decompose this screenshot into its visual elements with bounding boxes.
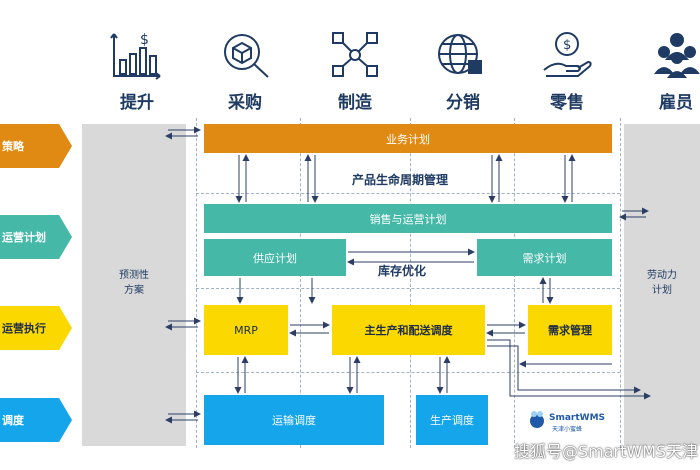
grid-line	[196, 372, 620, 373]
column-label-distribution: 分销	[446, 93, 480, 113]
svg-text:$: $	[563, 38, 571, 53]
grid-line	[196, 288, 620, 289]
row-ops-plan-label: 运营计划	[2, 231, 46, 244]
grid-line	[410, 118, 411, 448]
network-icon	[332, 32, 378, 77]
forecast-text-line1: 预测性	[119, 270, 149, 281]
grid-line	[196, 193, 620, 194]
workforce-text-line1: 劳动力	[647, 270, 677, 281]
globe-store-icon	[438, 34, 482, 74]
mrp-box: MRP	[204, 305, 288, 355]
plm-label: 产品生命周期管理	[352, 173, 449, 187]
workforce-plan-text: 劳动力 计划	[632, 268, 692, 298]
logo-subtitle: 天津小蜜蜂	[552, 426, 583, 433]
column-label-procurement: 采购	[228, 93, 262, 113]
forecast-text-line2: 方案	[124, 285, 144, 296]
column-label-manufacturing: 制造	[338, 93, 372, 113]
demand-mgmt-box: 需求管理	[528, 305, 612, 355]
grid-line	[514, 118, 515, 448]
supply-plan-box: 供应计划	[204, 239, 346, 276]
demand-plan-box: 需求计划	[477, 239, 612, 276]
row-ops-exec: 运营执行	[0, 306, 72, 350]
left-gray-panel	[82, 124, 186, 446]
logo-name: SmartWMS	[549, 413, 606, 423]
row-strategy: 策略	[0, 124, 72, 168]
row-ops-exec-label: 运营执行	[2, 322, 46, 335]
watermark-text: 搜狐号@SmartWMS天津	[514, 442, 699, 461]
package-search-icon	[224, 34, 269, 78]
transport-schedule-box: 运输调度	[204, 395, 384, 445]
business-plan-box: 业务计划	[204, 124, 612, 153]
coin-hand-icon: $	[543, 32, 592, 77]
inventory-opt-label: 库存优化	[378, 264, 427, 278]
row-schedule: 调度	[0, 398, 72, 442]
forecast-scenario-text: 预测性 方案	[104, 268, 164, 298]
production-schedule-box: 生产调度	[416, 395, 488, 445]
column-label-promotion: 提升	[120, 93, 154, 113]
row-strategy-label: 策略	[2, 140, 24, 153]
grid-line	[620, 118, 621, 448]
row-ops-plan: 运营计划	[0, 215, 72, 259]
grid-line	[196, 118, 197, 448]
row-schedule-label: 调度	[2, 414, 24, 427]
mps-box: 主生产和配送调度	[332, 305, 485, 355]
sop-box: 销售与运营计划	[204, 204, 612, 233]
svg-text:$: $	[140, 32, 149, 48]
growth-chart-icon: $	[110, 32, 161, 80]
workforce-text-line2: 计划	[652, 285, 672, 296]
smartwms-logo-icon	[530, 411, 544, 428]
column-label-employee: 雇员	[659, 93, 693, 113]
column-label-retail: 零售	[550, 93, 584, 113]
team-icon	[654, 33, 700, 78]
grid-line	[300, 118, 301, 448]
